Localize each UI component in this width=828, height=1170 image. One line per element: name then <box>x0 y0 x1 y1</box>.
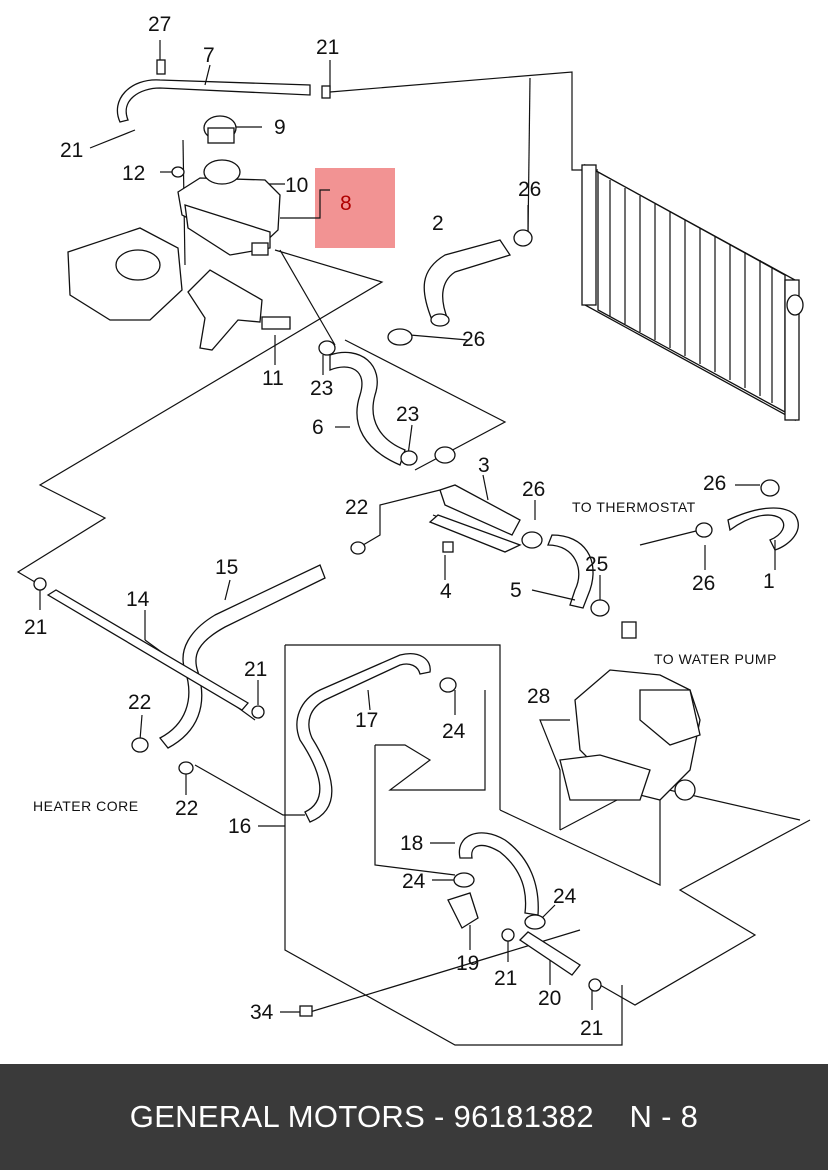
callout-17: 17 <box>355 709 378 732</box>
callout-21: 21 <box>60 139 83 162</box>
hose-1[interactable] <box>727 507 799 551</box>
bracket-shroud <box>67 227 291 351</box>
pipe-14[interactable] <box>46 589 249 711</box>
callout-24: 24 <box>402 870 426 893</box>
callout-26: 26 <box>522 478 545 501</box>
callout-8: 8 <box>340 192 352 215</box>
callout-21: 21 <box>316 36 339 59</box>
callout-2: 2 <box>432 212 444 235</box>
footer-brand: GENERAL MOTORS <box>129 1099 426 1134</box>
callout-21: 21 <box>494 967 517 990</box>
callout-15: 15 <box>215 556 238 579</box>
callout-28: 28 <box>527 685 550 708</box>
water-pump-area <box>559 669 701 801</box>
callout-21: 21 <box>580 1017 603 1040</box>
callout-6: 6 <box>312 416 324 439</box>
callout-16: 16 <box>228 815 251 838</box>
callout-14: 14 <box>126 588 150 611</box>
callout-10: 10 <box>285 174 308 197</box>
callout-24: 24 <box>442 720 466 743</box>
leader-lines <box>16 40 811 1046</box>
callout-23: 23 <box>396 403 419 426</box>
callout-11: 11 <box>262 367 284 390</box>
callout-1: 1 <box>763 570 775 593</box>
footer-separator: - <box>425 1099 454 1134</box>
hose-5[interactable] <box>547 534 594 609</box>
note-to-water-pump: TO WATER PUMP <box>654 651 777 667</box>
callout-26: 26 <box>518 178 541 201</box>
callout-25: 25 <box>585 553 608 576</box>
footer-part-number: 96181382 <box>453 1099 594 1134</box>
callout-labels: 27 7 21 21 9 12 10 8 2 26 26 11 23 6 23 … <box>24 13 777 1040</box>
callout-27: 27 <box>148 13 171 36</box>
highlight-box-8[interactable] <box>315 168 395 248</box>
footer-bar: GENERAL MOTORS - 96181382 N - 8 <box>0 1064 828 1170</box>
callout-9: 9 <box>274 116 286 139</box>
callout-3: 3 <box>478 454 490 477</box>
hose-15[interactable] <box>158 564 326 749</box>
callout-5: 5 <box>510 579 522 602</box>
callout-34: 34 <box>250 1001 274 1024</box>
radiator[interactable] <box>581 163 804 422</box>
note-to-thermostat: TO THERMOSTAT <box>572 499 696 515</box>
callout-22: 22 <box>175 797 198 820</box>
callout-21: 21 <box>24 616 47 639</box>
callout-22: 22 <box>128 691 151 714</box>
callout-26: 26 <box>703 472 726 495</box>
callout-23: 23 <box>310 377 333 400</box>
footer-position: N - 8 <box>629 1099 699 1134</box>
hose-6[interactable] <box>329 351 406 466</box>
bolt-34[interactable] <box>299 1005 313 1017</box>
pipe-3[interactable] <box>439 484 521 536</box>
hose-2[interactable] <box>423 239 512 321</box>
expansion-tank[interactable] <box>171 115 281 256</box>
callout-19: 19 <box>456 952 479 975</box>
parts-diagram: 27 7 21 21 9 12 10 8 2 26 26 11 23 6 23 … <box>16 13 811 1046</box>
callout-24: 24 <box>553 885 577 908</box>
parts <box>33 59 804 1017</box>
callout-4: 4 <box>440 580 452 603</box>
callout-22: 22 <box>345 496 368 519</box>
callout-26: 26 <box>692 572 715 595</box>
callout-26: 26 <box>462 328 485 351</box>
note-heater-core: HEATER CORE <box>33 798 139 814</box>
hose-7[interactable] <box>116 79 311 123</box>
callout-18: 18 <box>400 832 423 855</box>
callout-7: 7 <box>203 44 215 67</box>
tube-20[interactable] <box>518 931 581 976</box>
tee-19[interactable] <box>447 892 479 929</box>
callout-21: 21 <box>244 658 267 681</box>
footer-gap <box>594 1099 630 1135</box>
callout-20: 20 <box>538 987 561 1010</box>
callout-12: 12 <box>122 162 145 185</box>
hose-17[interactable] <box>296 653 431 823</box>
